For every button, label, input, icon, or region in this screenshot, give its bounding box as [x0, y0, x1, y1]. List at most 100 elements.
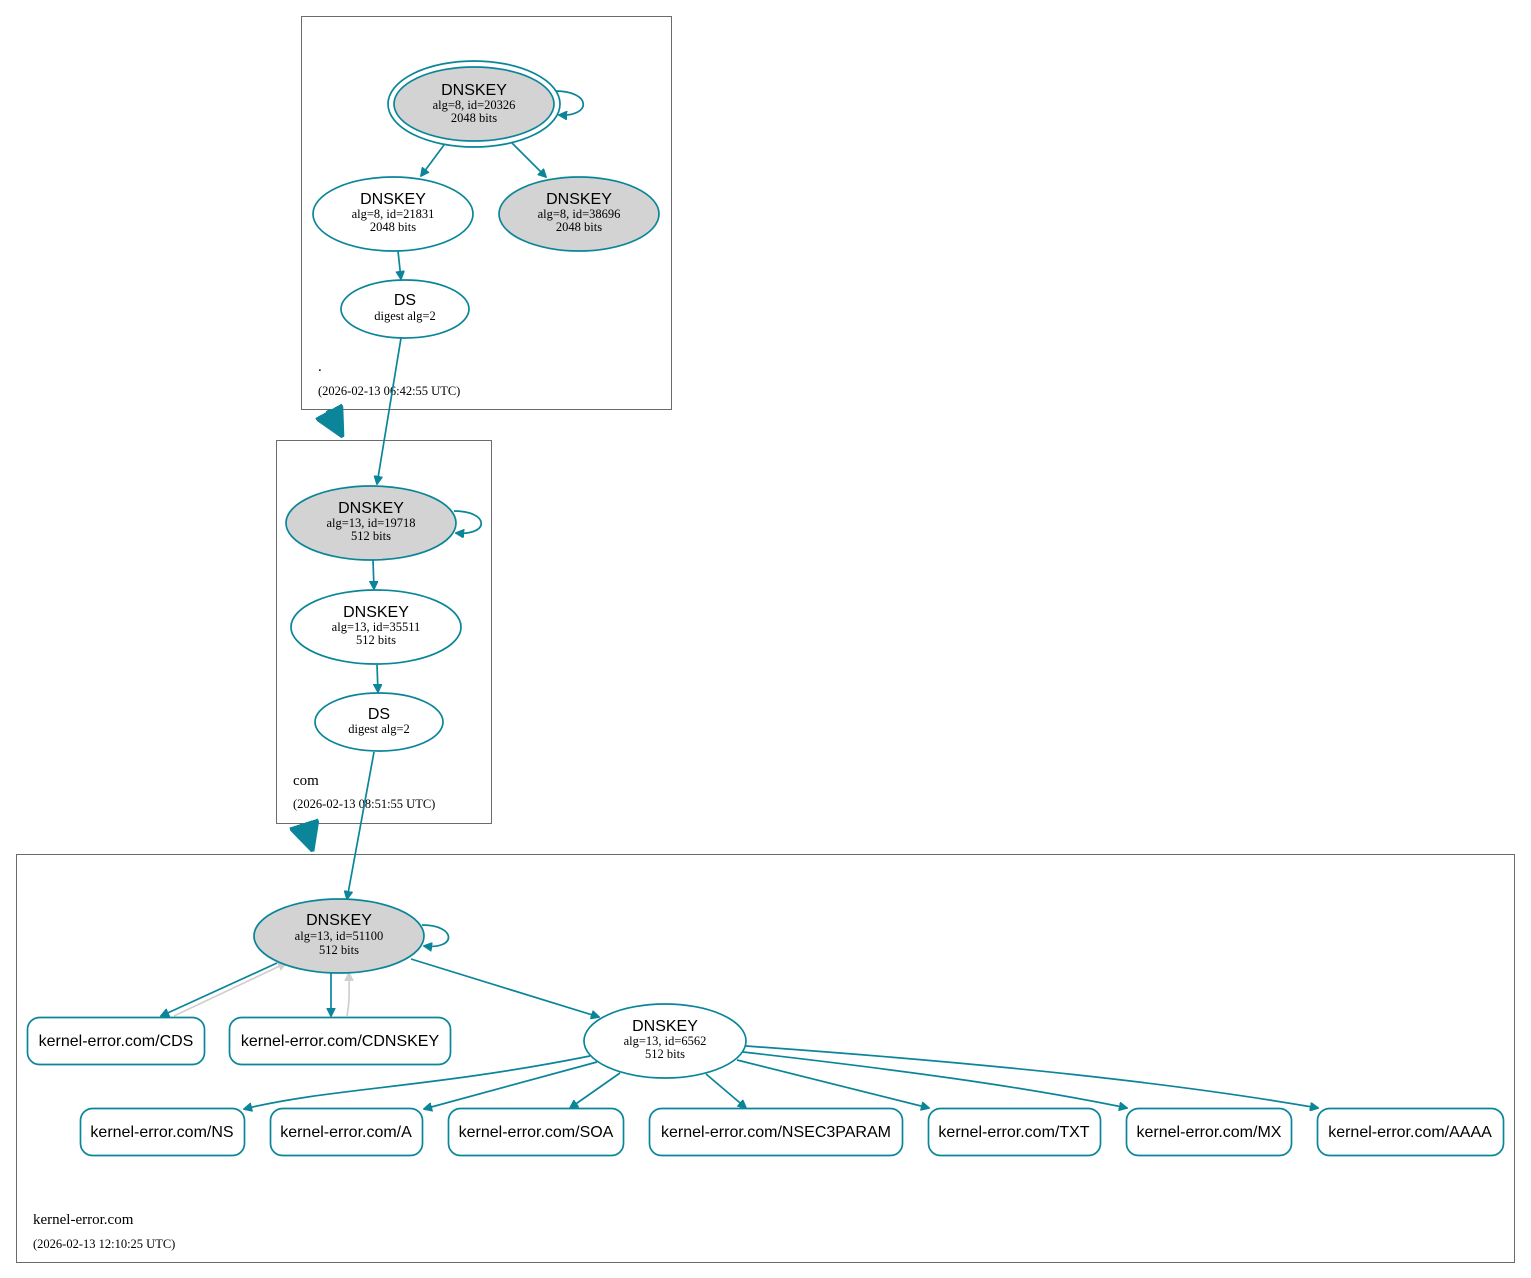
edge-com-zsk-ds	[377, 664, 378, 692]
node-kernel-zsk-type: DNSKEY	[632, 1018, 698, 1035]
zone-com-name: com	[293, 773, 319, 789]
edge-root-ksk-self	[554, 90, 585, 115]
edge-root-ds-com-ksk	[377, 337, 402, 484]
node-com-zsk-detail: alg=13, id=35511	[332, 620, 421, 634]
rrset-cdnskey-box	[228, 1016, 452, 1066]
node-root-zsk2-size: 2048 bits	[556, 220, 602, 234]
rrset-ns-box	[79, 1107, 246, 1157]
node-root-ds-type: DS	[394, 292, 416, 309]
node-root-zsk2-detail: alg=8, id=38696	[538, 207, 621, 221]
rrset-txt-box	[927, 1107, 1102, 1157]
node-root-ds-shape	[340, 279, 470, 339]
edge-zsk-nsec3param	[705, 1073, 746, 1108]
rrset-mx-label: kernel-error.com/MX	[1137, 1124, 1282, 1141]
node-root-ksk-detail: alg=8, id=20326	[433, 98, 516, 112]
node-kernel-zsk-shape	[583, 1003, 747, 1079]
zone-root-name: .	[318, 359, 322, 375]
rrset-txt[interactable]: kernel-error.com/TXT	[927, 1107, 1102, 1157]
node-kernel-ksk-detail: alg=13, id=51100	[295, 929, 384, 943]
node-kernel-ksk-type: DNSKEY	[306, 912, 372, 929]
rrset-cds[interactable]: kernel-error.com/CDS	[26, 1016, 206, 1066]
node-root-ds[interactable]: DS digest alg=2	[340, 279, 470, 339]
node-root-zsk1-shape	[312, 176, 474, 252]
rrset-aaaa-box	[1316, 1107, 1505, 1157]
node-com-zsk-type: DNSKEY	[343, 604, 409, 621]
rrset-mx-box	[1125, 1107, 1293, 1157]
rrset-a-label: kernel-error.com/A	[280, 1124, 412, 1141]
rrset-soa[interactable]: kernel-error.com/SOA	[447, 1107, 625, 1157]
edge-com-ksk-zsk	[373, 559, 374, 589]
delegation-arrow-com-kernel	[304, 824, 311, 846]
node-com-zsk-shape	[290, 589, 462, 665]
edge-root-ksk-zsk1	[421, 144, 445, 176]
node-root-ksk-size: 2048 bits	[451, 111, 497, 125]
rrset-a[interactable]: kernel-error.com/A	[269, 1107, 424, 1157]
rrset-cds-box	[26, 1016, 206, 1066]
node-root-zsk1-detail: alg=8, id=21831	[352, 207, 435, 221]
node-root-zsk1-type: DNSKEY	[360, 191, 426, 208]
edge-zsk-soa	[570, 1072, 621, 1108]
node-root-ksk-shape	[393, 66, 555, 142]
rrset-txt-label: kernel-error.com/TXT	[938, 1124, 1089, 1141]
node-kernel-zsk[interactable]: DNSKEY alg=13, id=6562 512 bits	[583, 1003, 747, 1079]
rrset-aaaa[interactable]: kernel-error.com/AAAA	[1316, 1107, 1505, 1157]
node-kernel-zsk-size: 512 bits	[645, 1047, 685, 1061]
node-root-ksk-type: DNSKEY	[441, 82, 507, 99]
rrset-aaaa-label: kernel-error.com/AAAA	[1328, 1124, 1492, 1141]
edge-kernel-ksk-self	[421, 924, 450, 946]
edge-zsk-txt	[736, 1059, 929, 1108]
edge-com-ds-kernel-ksk	[347, 751, 375, 899]
node-kernel-ksk[interactable]: DNSKEY alg=13, id=51100 512 bits	[253, 898, 425, 974]
rrset-ns[interactable]: kernel-error.com/NS	[79, 1107, 246, 1157]
edge-com-ksk-self	[453, 510, 483, 533]
node-kernel-zsk-detail: alg=13, id=6562	[624, 1034, 707, 1048]
zone-root: . (2026-02-13 06:42:55 UTC)	[301, 16, 672, 410]
node-com-ksk-shape	[285, 485, 457, 561]
node-com-ds-detail: digest alg=2	[348, 722, 410, 736]
zone-root-border	[301, 16, 672, 410]
edge-zsk-a	[424, 1061, 598, 1109]
edge-root-ksk-zsk2	[511, 142, 546, 177]
edge-zsk-ns	[244, 1055, 591, 1109]
node-com-zsk-size: 512 bits	[356, 633, 396, 647]
edge-cds-kernel-ksk	[173, 963, 286, 1017]
edge-root-zsk1-ds	[398, 250, 401, 279]
node-com-ds-shape	[314, 692, 444, 752]
rrset-soa-label: kernel-error.com/SOA	[459, 1124, 614, 1141]
edge-zsk-aaaa	[745, 1045, 1318, 1108]
zone-kernel-error-timestamp: (2026-02-13 12:10:25 UTC)	[33, 1237, 175, 1251]
zone-kernel-error-name: kernel-error.com	[33, 1212, 134, 1228]
rrset-nsec3param[interactable]: kernel-error.com/NSEC3PARAM	[648, 1107, 904, 1157]
edge-cdnskey-kernel-ksk	[347, 973, 349, 1017]
rrset-mx[interactable]: kernel-error.com/MX	[1125, 1107, 1293, 1157]
rrset-soa-box	[447, 1107, 625, 1157]
node-kernel-ksk-size: 512 bits	[319, 943, 359, 957]
rrset-a-box	[269, 1107, 424, 1157]
node-root-ds-detail: digest alg=2	[374, 309, 436, 323]
rrset-cdnskey[interactable]: kernel-error.com/CDNSKEY	[228, 1016, 452, 1066]
zone-kernel-error-border	[16, 854, 1515, 1263]
node-com-zsk[interactable]: DNSKEY alg=13, id=35511 512 bits	[290, 589, 462, 665]
zone-root-timestamp: (2026-02-13 06:42:55 UTC)	[318, 384, 460, 398]
rrset-cdnskey-label: kernel-error.com/CDNSKEY	[241, 1033, 440, 1050]
node-root-ksk[interactable]: DNSKEY alg=8, id=20326 2048 bits	[387, 60, 561, 148]
node-kernel-ksk-shape	[253, 898, 425, 974]
delegation-arrow-root-com	[328, 410, 340, 432]
node-root-zsk1-size: 2048 bits	[370, 220, 416, 234]
edge-kernel-ksk-zsk	[410, 958, 599, 1017]
edge-kernel-ksk-cds	[161, 962, 278, 1016]
node-root-zsk2[interactable]: DNSKEY alg=8, id=38696 2048 bits	[498, 176, 660, 252]
zone-kernel-error: kernel-error.com (2026-02-13 12:10:25 UT…	[16, 854, 1515, 1263]
node-com-ksk-size: 512 bits	[351, 529, 391, 543]
rrset-nsec3param-label: kernel-error.com/NSEC3PARAM	[661, 1124, 891, 1141]
node-com-ksk-type: DNSKEY	[338, 500, 404, 517]
rrset-ns-label: kernel-error.com/NS	[90, 1124, 233, 1141]
rrset-cds-label: kernel-error.com/CDS	[39, 1033, 194, 1050]
node-com-ds[interactable]: DS digest alg=2	[314, 692, 444, 752]
node-com-ds-type: DS	[368, 706, 390, 723]
node-root-zsk1[interactable]: DNSKEY alg=8, id=21831 2048 bits	[312, 176, 474, 252]
node-com-ksk[interactable]: DNSKEY alg=13, id=19718 512 bits	[285, 485, 457, 561]
node-root-zsk2-shape	[498, 176, 660, 252]
node-com-ksk-detail: alg=13, id=19718	[326, 516, 415, 530]
